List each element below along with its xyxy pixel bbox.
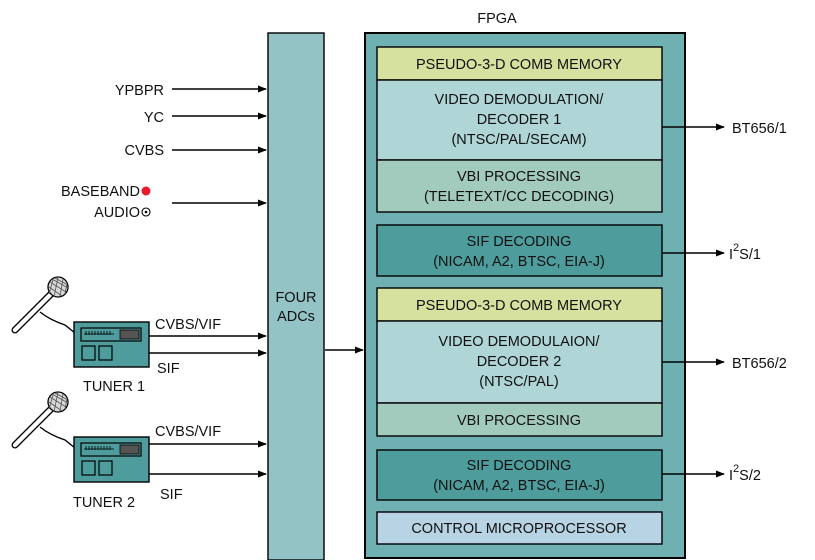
video-decoder-2-line3: (NTSC/PAL) [479,374,559,390]
input-ypbpr-label: YPBPR [115,83,164,99]
comb-memory-1-label: PSEUDO-3-D COMB MEMORY [416,57,622,73]
tuner-2-sif-label: SIF [160,487,183,503]
baseband-dot-icon [141,186,151,196]
tuner-1-device-icon [73,321,150,368]
tuner-1-label: TUNER 1 [83,379,145,395]
tuner-1-sif-label: SIF [157,361,180,377]
vbi-processing-1-line1: VBI PROCESSING [457,169,581,185]
vbi-processing-2-label: VBI PROCESSING [457,413,581,429]
sif-decoding-1-line1: SIF DECODING [467,234,572,250]
video-decoder-1-line3: (NTSC/PAL/SECAM) [451,132,586,148]
sif-decoding-1-line2: (NICAM, A2, BTSC, EIA-J) [433,254,605,270]
audio-connector-icon [141,207,151,217]
microphone-2-icon [11,391,76,449]
video-decoder-1-line2: DECODER 1 [477,112,562,128]
control-microprocessor-block [376,511,663,545]
adc-label-line1: FOUR [275,290,316,306]
comb-memory-2-block [376,287,663,322]
audio-connector-center-icon [144,210,148,214]
vbi-processing-1-line2: (TELETEXT/CC DECODING) [424,189,614,205]
tuner-2-device-icon [73,436,150,483]
tuner-2-label: TUNER 2 [73,495,135,511]
input-baseband-label: BASEBAND [61,184,140,200]
input-cvbs-label: CVBS [125,143,165,159]
control-microprocessor-label: CONTROL MICROPROCESSOR [411,521,626,537]
video-decoder-2-line1: VIDEO DEMODULAION/ [438,334,600,350]
output-bt656-1-label: BT656/1 [732,121,787,137]
video-decoder-1-block [376,79,663,161]
comb-memory-2-label: PSEUDO-3-D COMB MEMORY [416,298,622,314]
tuner-1-cvbs-vif-label: CVBS/VIF [155,317,221,333]
input-yc-label: YC [144,110,164,126]
output-bt656-2-label: BT656/2 [732,356,787,372]
sif-decoding-2-line2: (NICAM, A2, BTSC, EIA-J) [433,478,605,494]
vbi-processing-2-block [376,402,663,437]
video-decoder-2-line2: DECODER 2 [477,354,562,370]
output-i2s-1-label: I2S/1 [729,242,761,263]
input-audio-label: AUDIO [94,205,140,221]
tuner-2-cvbs-vif-label: CVBS/VIF [155,424,221,440]
video-decoder-1-line1: VIDEO DEMODULATION/ [435,92,605,108]
sif-decoding-1-block [376,224,663,277]
output-i2s-2-label: I2S/2 [729,463,761,484]
vbi-processing-1-block [376,159,663,213]
sif-decoding-2-line1: SIF DECODING [467,458,572,474]
sif-decoding-2-block [376,449,663,501]
microphone-1-icon [11,276,76,334]
adc-block [267,32,325,560]
fpga-label: FPGA [477,11,517,27]
adc-label-line2: ADCs [277,309,315,325]
